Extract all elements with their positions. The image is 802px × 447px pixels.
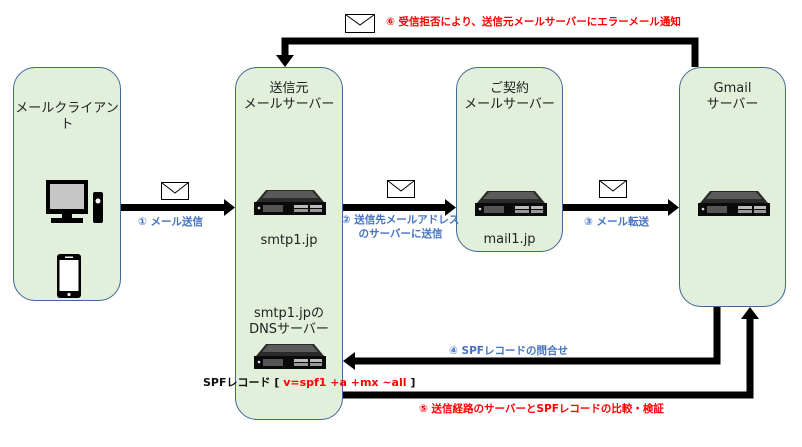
spf-record-value: v=spf1 +a +mx ~all bbox=[283, 376, 407, 389]
sender-hostname: smtp1.jp bbox=[260, 233, 318, 248]
arrow-step-6 bbox=[276, 37, 699, 67]
arrow-step-4 bbox=[343, 307, 721, 370]
arrow-step-1 bbox=[121, 199, 235, 216]
arrow-step-2 bbox=[343, 199, 456, 216]
gmail-server-box: Gmail サーバー bbox=[679, 67, 786, 307]
contract-mail-server-box: ご契約 メールサーバー mail1.jp bbox=[456, 67, 563, 252]
dns-server-title: smtp1.jpの DNSサーバー bbox=[249, 306, 329, 337]
mail-client-title: メールクライアント bbox=[15, 101, 119, 132]
envelope-icon bbox=[345, 14, 375, 33]
spf-record-prefix: SPFレコード [ bbox=[203, 376, 284, 389]
contract-hostname: mail1.jp bbox=[483, 232, 536, 247]
gmail-server-title: Gmail サーバー bbox=[706, 81, 759, 112]
spf-record-suffix: ] bbox=[406, 376, 416, 389]
step-6-label: ⑥ 受信拒否により、送信元メールサーバーにエラーメール通知 bbox=[386, 16, 681, 28]
spf-record: SPFレコード [ v=spf1 +a +mx ~all ] bbox=[203, 374, 415, 390]
envelope-icon bbox=[387, 180, 415, 198]
contract-mail-server-title: ご契約 メールサーバー bbox=[464, 81, 555, 112]
step-4-label: ④ SPFレコードの問合せ bbox=[449, 345, 568, 357]
arrow-step-5 bbox=[343, 307, 759, 399]
mail-client-box: メールクライアント bbox=[13, 67, 121, 301]
smartphone-icon bbox=[57, 254, 81, 298]
step-2-label: ② 送信先メールアドレス のサーバーに送信 bbox=[341, 214, 460, 240]
envelope-icon bbox=[161, 182, 189, 200]
step-1-label: ① メール送信 bbox=[138, 216, 204, 228]
sender-mail-server-box: 送信元 メールサーバー smtp1.jp smtp1.jpの DNSサーバー bbox=[235, 67, 343, 420]
step-5-label: ⑤ 送信経路のサーバーとSPFレコードの比較・検証 bbox=[419, 403, 664, 415]
sender-mail-server-title: 送信元 メールサーバー bbox=[243, 81, 335, 112]
desktop-pc-icon bbox=[46, 180, 103, 223]
step-3-label: ③ メール転送 bbox=[584, 216, 650, 228]
arrow-step-3 bbox=[563, 199, 679, 216]
envelope-icon bbox=[599, 180, 627, 198]
